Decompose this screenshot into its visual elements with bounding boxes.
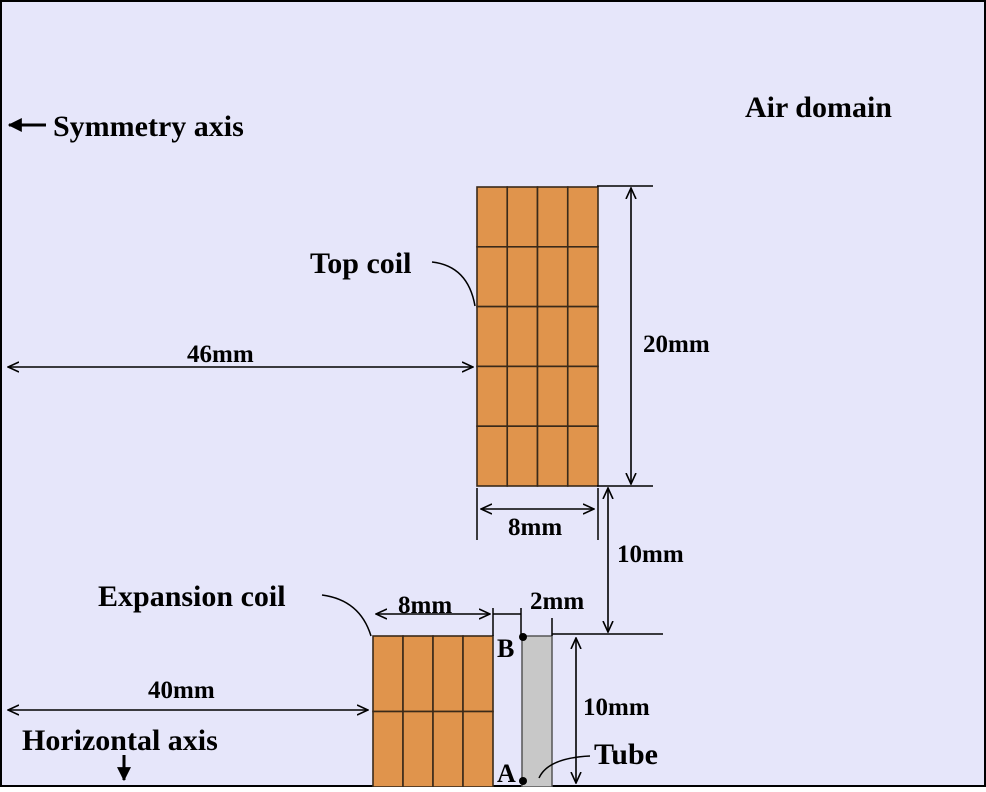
top-coil-cell [476, 305, 509, 368]
extension-lines [476, 185, 663, 636]
top-coil-cell [476, 425, 509, 487]
expansion-coil-cell [402, 635, 434, 713]
top-coil-label: Top coil [310, 247, 411, 280]
point-b-label: B [497, 634, 514, 663]
top-coil-cell [476, 186, 509, 248]
tube-leader [538, 755, 591, 779]
point-a-label: A [497, 759, 516, 787]
horizontal-axis-label: Horizontal axis [22, 724, 218, 757]
top-coil-cell [506, 365, 539, 427]
expansion-coil-cell [432, 710, 464, 788]
dim-8mm-top-label: 8mm [508, 514, 562, 541]
axis-arrows [7, 118, 131, 782]
expansion-coil-label: Expansion coil [98, 580, 286, 613]
top-coil-cell [506, 246, 539, 308]
expansion-coil-cell [402, 710, 434, 788]
expansion-coil [372, 635, 494, 788]
tube [521, 635, 553, 788]
top-coil-cell [536, 246, 569, 308]
dimension-arrows [8, 188, 631, 783]
top-coil-leader [431, 261, 476, 307]
top-coil-cell [566, 305, 599, 368]
top-coil-cell [476, 365, 509, 427]
top-coil-cell [506, 186, 539, 248]
expansion-coil-cell [432, 635, 464, 713]
top-coil-cell [536, 425, 569, 487]
dim-46mm-label: 46mm [187, 341, 254, 368]
top-coil-cell [476, 246, 509, 308]
top-coil-cell [506, 305, 539, 368]
top-coil-cell [506, 425, 539, 487]
dim-20mm-label: 20mm [643, 331, 710, 358]
dim-8mm-exp-label: 8mm [398, 592, 452, 619]
top-coil-cell [536, 305, 569, 368]
top-coil-cell [536, 365, 569, 427]
top-coil-cell [566, 246, 599, 308]
expansion-coil-cell [372, 710, 404, 788]
expansion-coil-cell [462, 635, 494, 713]
dim-2mm-label: 2mm [530, 588, 584, 615]
dim-40mm-label: 40mm [148, 677, 215, 704]
tube-label: Tube [594, 738, 658, 771]
point-b-marker [519, 633, 527, 641]
expansion-coil-leader [321, 594, 372, 637]
top-coil-cell [566, 425, 599, 487]
expansion-coil-cell [462, 710, 494, 788]
expansion-coil-cell [372, 635, 404, 713]
dim-10mm-tube-label: 10mm [583, 694, 650, 721]
top-coil-cell [566, 365, 599, 427]
leader-lines [321, 261, 591, 779]
air-domain-label: Air domain [745, 91, 892, 124]
point-a-marker [519, 777, 527, 785]
top-coil-cell [566, 186, 599, 248]
dim-10mm-gap-label: 10mm [617, 541, 684, 568]
top-coil [476, 186, 599, 487]
top-coil-cell [536, 186, 569, 248]
symmetry-axis-label: Symmetry axis [53, 110, 244, 143]
